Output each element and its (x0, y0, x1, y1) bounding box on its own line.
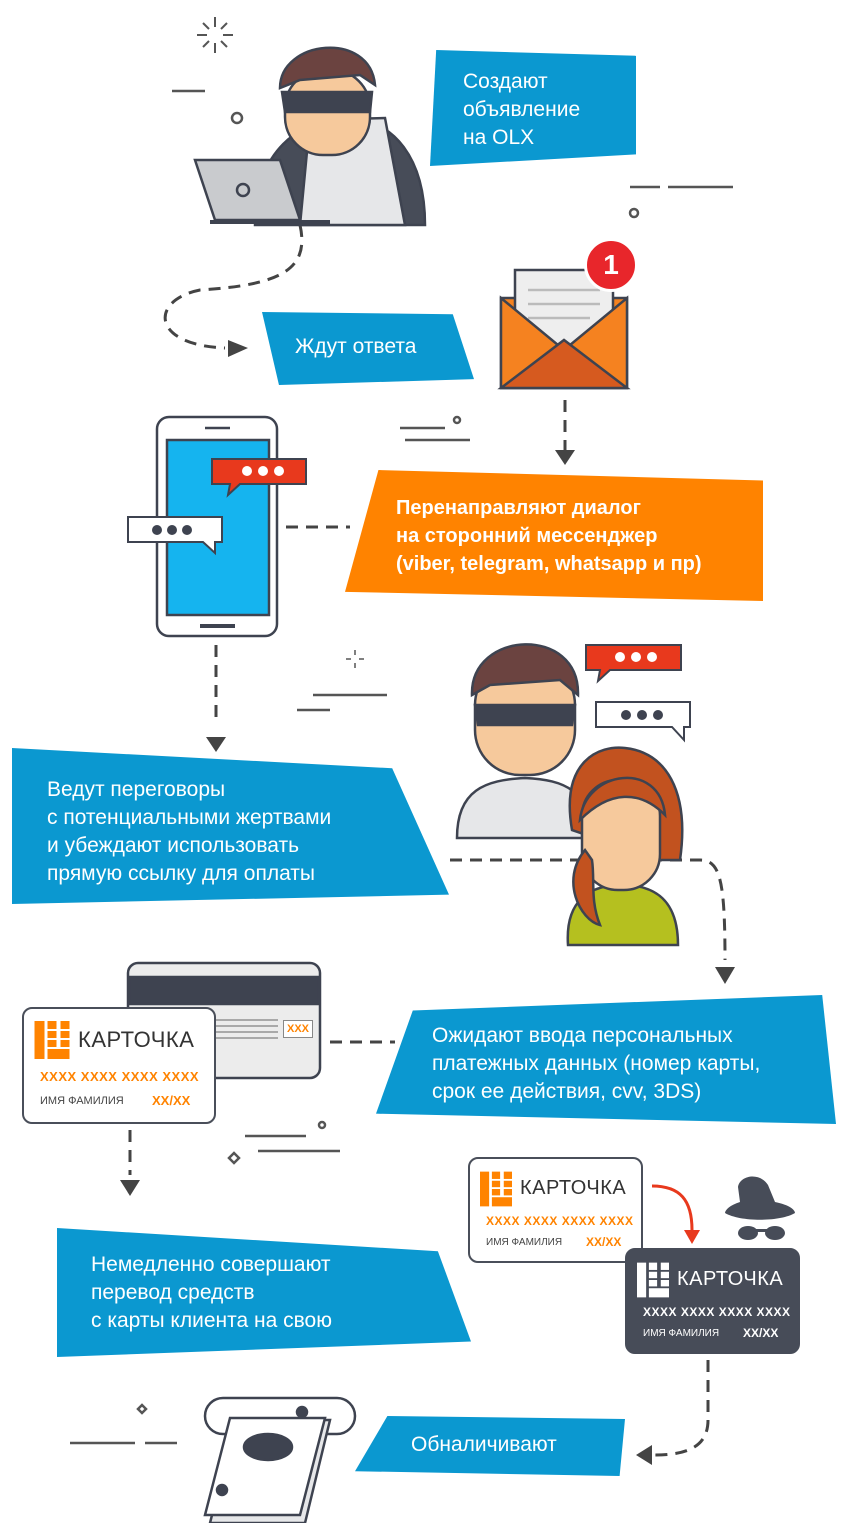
card-expiry: XX/XX (152, 1093, 191, 1108)
step-text: Ждут ответа (295, 335, 417, 358)
step-text: с карты клиента на свою (91, 1309, 332, 1332)
step-create-ad: Создают объявление на OLX (430, 50, 636, 166)
card-logo-icon (34, 1021, 70, 1059)
step-text: Немедленно совершают (91, 1253, 331, 1276)
step-text: Перенаправляют диалог (396, 497, 641, 519)
step-text: (viber, telegram, whatsapp и пр) (396, 553, 702, 575)
notification-badge: 1 (584, 238, 638, 292)
chat-bubble-icon (127, 458, 691, 743)
card-logo-icon (480, 1171, 512, 1207)
arrowheads (120, 340, 735, 1465)
step-text: прямую ссылку для оплаты (47, 862, 315, 885)
card-cvv: XXX (283, 1020, 313, 1038)
step-text: платежных данных (номер карты, (432, 1052, 761, 1075)
card-logo-icon (637, 1262, 669, 1298)
step-text: на OLX (463, 126, 535, 149)
step-negotiate: Ведут переговоры с потенциальными жертва… (12, 748, 449, 904)
step-text: Ведут переговоры (47, 778, 226, 801)
step-text: Ожидают ввода персональных (432, 1024, 733, 1047)
step-cash-out: Обналичивают (355, 1416, 625, 1476)
step-text: перевод средств (91, 1281, 255, 1304)
step-text: Обналичивают (411, 1433, 557, 1456)
card-brand: КАРТОЧКА (677, 1268, 784, 1290)
cash-atm-illustration (203, 1396, 357, 1523)
step-wait-reply: Ждут ответа (262, 312, 474, 385)
card-expiry: XX/XX (586, 1235, 622, 1249)
step-text: с потенциальными жертвами (47, 806, 332, 829)
victim-card: КАРТОЧКА XXXX XXXX XXXX XXXX ИМЯ ФАМИЛИЯ… (468, 1157, 643, 1263)
envelope-icon (497, 268, 631, 390)
step-transfer-funds: Немедленно совершают перевод средств с к… (57, 1228, 471, 1357)
card-number: XXXX XXXX XXXX XXXX (40, 1069, 200, 1084)
card-holder: ИМЯ ФАМИЛИЯ (486, 1237, 563, 1248)
fraudster-card: КАРТОЧКА XXXX XXXX XXXX XXXX ИМЯ ФАМИЛИЯ… (625, 1248, 800, 1354)
card-holder: ИМЯ ФАМИЛИЯ (40, 1095, 124, 1107)
step-await-card-data: Ожидают ввода персональных платежных дан… (376, 995, 836, 1124)
card-number: XXXX XXXX XXXX XXXX (643, 1305, 791, 1319)
step-redirect-messenger: Перенаправляют диалог на сторонний мессе… (345, 470, 763, 601)
step-text: и убеждают использовать (47, 834, 300, 857)
card-expiry: XX/XX (743, 1326, 779, 1340)
card-brand: КАРТОЧКА (78, 1027, 195, 1052)
card-brand: КАРТОЧКА (520, 1177, 627, 1199)
step-text: срок ее действия, cvv, 3DS) (432, 1080, 702, 1103)
step-text: Создают (463, 70, 548, 93)
card-number: XXXX XXXX XXXX XXXX (486, 1214, 634, 1228)
step-text: объявление (463, 98, 581, 121)
bank-card-front: КАРТОЧКА XXXX XXXX XXXX XXXX ИМЯ ФАМИЛИЯ… (22, 1007, 216, 1124)
card-holder: ИМЯ ФАМИЛИЯ (643, 1328, 720, 1339)
spy-icon (725, 1176, 795, 1240)
hacker-victim-illustration (455, 643, 684, 947)
hacker-laptop-illustration (193, 46, 427, 227)
step-text: на сторонний мессенджер (396, 525, 658, 547)
